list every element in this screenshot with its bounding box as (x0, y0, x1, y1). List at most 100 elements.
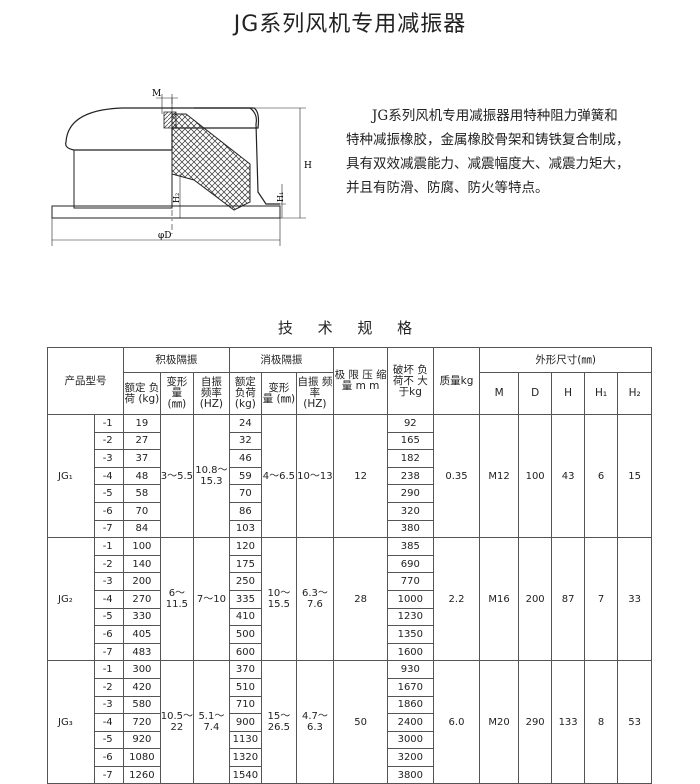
break-load-cell: 3000 (386, 730, 434, 750)
sub-model-cell: -7 (93, 765, 125, 784)
break-load-cell: 380 (386, 519, 434, 539)
header-deform: 变形 量 (㎜) (159, 372, 195, 415)
accum-load-cell: 580 (123, 695, 161, 715)
dim-h-label: H (304, 161, 312, 171)
mass-cell: 0.35 (432, 413, 481, 539)
accum-load-cell: 200 (123, 572, 161, 591)
header-limit: 极 限 压 缩 量 m m (333, 347, 388, 415)
elim-freq-cell: 10～13 (295, 413, 335, 539)
accum-load-cell: 720 (123, 713, 161, 732)
section-title: 技 术 规 格 (277, 319, 423, 337)
elim-load-cell: 103 (228, 519, 263, 539)
header-freq: 自振 频率 (HZ) (295, 372, 335, 415)
dim-d-label: φD (158, 231, 172, 241)
accum-load-cell: 84 (123, 519, 161, 539)
description-line: 特种减振橡胶，金属橡胶骨架和铸铁复合制成， (346, 132, 630, 148)
elim-load-cell: 600 (228, 642, 263, 662)
limit-cell: 50 (333, 660, 388, 784)
model-cell: JG₁ (47, 413, 95, 539)
break-load-cell: 320 (386, 501, 434, 521)
elim-load-cell: 32 (228, 431, 263, 451)
accum-load-cell: 70 (123, 501, 161, 521)
accum-load-cell: 100 (123, 537, 161, 556)
sub-model-cell: -7 (93, 519, 125, 539)
sub-model-cell: -6 (93, 501, 125, 521)
accum-deform-cell: 3～5.5 (159, 413, 195, 539)
elim-freq-cell: 4.7～6.3 (295, 660, 335, 784)
break-load-cell: 1860 (386, 695, 434, 715)
sub-model-cell: -2 (93, 554, 125, 574)
damper-cross-section-drawing: M H H₁ H₂ φD (51, 89, 312, 246)
accum-load-cell: 920 (123, 730, 161, 750)
dim-h-cell: 43 (551, 413, 585, 539)
elim-load-cell: 120 (228, 537, 263, 556)
dim-h1-label: H₁ (276, 192, 285, 202)
accum-load-cell: 300 (123, 660, 161, 679)
accum-deform-cell: 10.5～22 (159, 660, 195, 784)
elim-deform-cell: 10～15.5 (261, 537, 297, 662)
sub-model-cell: -4 (93, 589, 125, 609)
dim-d-cell: 290 (517, 660, 553, 784)
dim-h2-cell: 15 (617, 413, 652, 539)
accum-load-cell: 37 (123, 449, 161, 468)
sub-model-cell: -6 (93, 625, 125, 644)
accum-load-cell: 1260 (123, 765, 161, 784)
break-load-cell: 238 (386, 466, 434, 486)
dim-h1-cell: 8 (583, 660, 619, 784)
accum-load-cell: 48 (123, 466, 161, 486)
break-load-cell: 3800 (386, 765, 434, 784)
sub-model-cell: -3 (93, 695, 125, 715)
dim-h2-cell: 53 (617, 660, 652, 784)
break-load-cell: 1670 (386, 677, 434, 697)
break-load-cell: 690 (386, 554, 434, 574)
elim-load-cell: 86 (228, 501, 263, 521)
break-load-cell: 1000 (386, 589, 434, 609)
accum-load-cell: 27 (123, 431, 161, 451)
break-load-cell: 1230 (386, 607, 434, 627)
header-mass: 质量kg (432, 347, 481, 415)
accum-freq-cell: 7～10 (193, 537, 230, 662)
elim-load-cell: 710 (228, 695, 263, 715)
elim-load-cell: 175 (228, 554, 263, 574)
break-load-cell: 92 (386, 414, 434, 433)
header-elim: 消极隔振 (228, 347, 335, 373)
elim-load-cell: 24 (228, 414, 263, 433)
dim-m-cell: M20 (479, 660, 519, 784)
dim-m-cell: M16 (479, 537, 519, 662)
header-rated-load: 额定 负荷 (kg) (123, 372, 161, 415)
dim-h2-cell: 33 (617, 537, 652, 662)
accum-load-cell: 483 (123, 642, 161, 662)
page-title: JG系列风机专用减振器 (233, 12, 467, 37)
break-load-cell: 930 (386, 660, 434, 679)
sub-model-cell: -1 (93, 414, 125, 433)
header-dims: 外形尺寸(㎜) (479, 347, 652, 373)
elim-load-cell: 46 (228, 449, 263, 468)
sub-model-cell: -2 (93, 677, 125, 697)
break-load-cell: 385 (386, 537, 434, 556)
header-dim-h2: H₂ (617, 372, 652, 415)
accum-freq-cell: 10.8～15.3 (193, 413, 230, 539)
sub-model-cell: -4 (93, 713, 125, 732)
elim-load-cell: 410 (228, 607, 263, 627)
mass-cell: 2.2 (432, 537, 481, 662)
accum-deform-cell: 6～11.5 (159, 537, 195, 662)
dim-h-cell: 133 (551, 660, 585, 784)
dim-m-cell: M12 (479, 413, 519, 539)
accum-load-cell: 140 (123, 554, 161, 574)
elim-load-cell: 250 (228, 572, 263, 591)
sub-model-cell: -1 (93, 660, 125, 679)
accum-load-cell: 19 (123, 414, 161, 433)
header-break: 破坏 负荷不 大于kg (386, 347, 434, 415)
dim-h1-cell: 6 (583, 413, 619, 539)
break-load-cell: 2400 (386, 713, 434, 732)
elim-deform-cell: 15～26.5 (261, 660, 297, 784)
header-dim-h: H (551, 372, 585, 415)
dim-h1-cell: 7 (583, 537, 619, 662)
break-load-cell: 165 (386, 431, 434, 451)
accum-load-cell: 405 (123, 625, 161, 644)
